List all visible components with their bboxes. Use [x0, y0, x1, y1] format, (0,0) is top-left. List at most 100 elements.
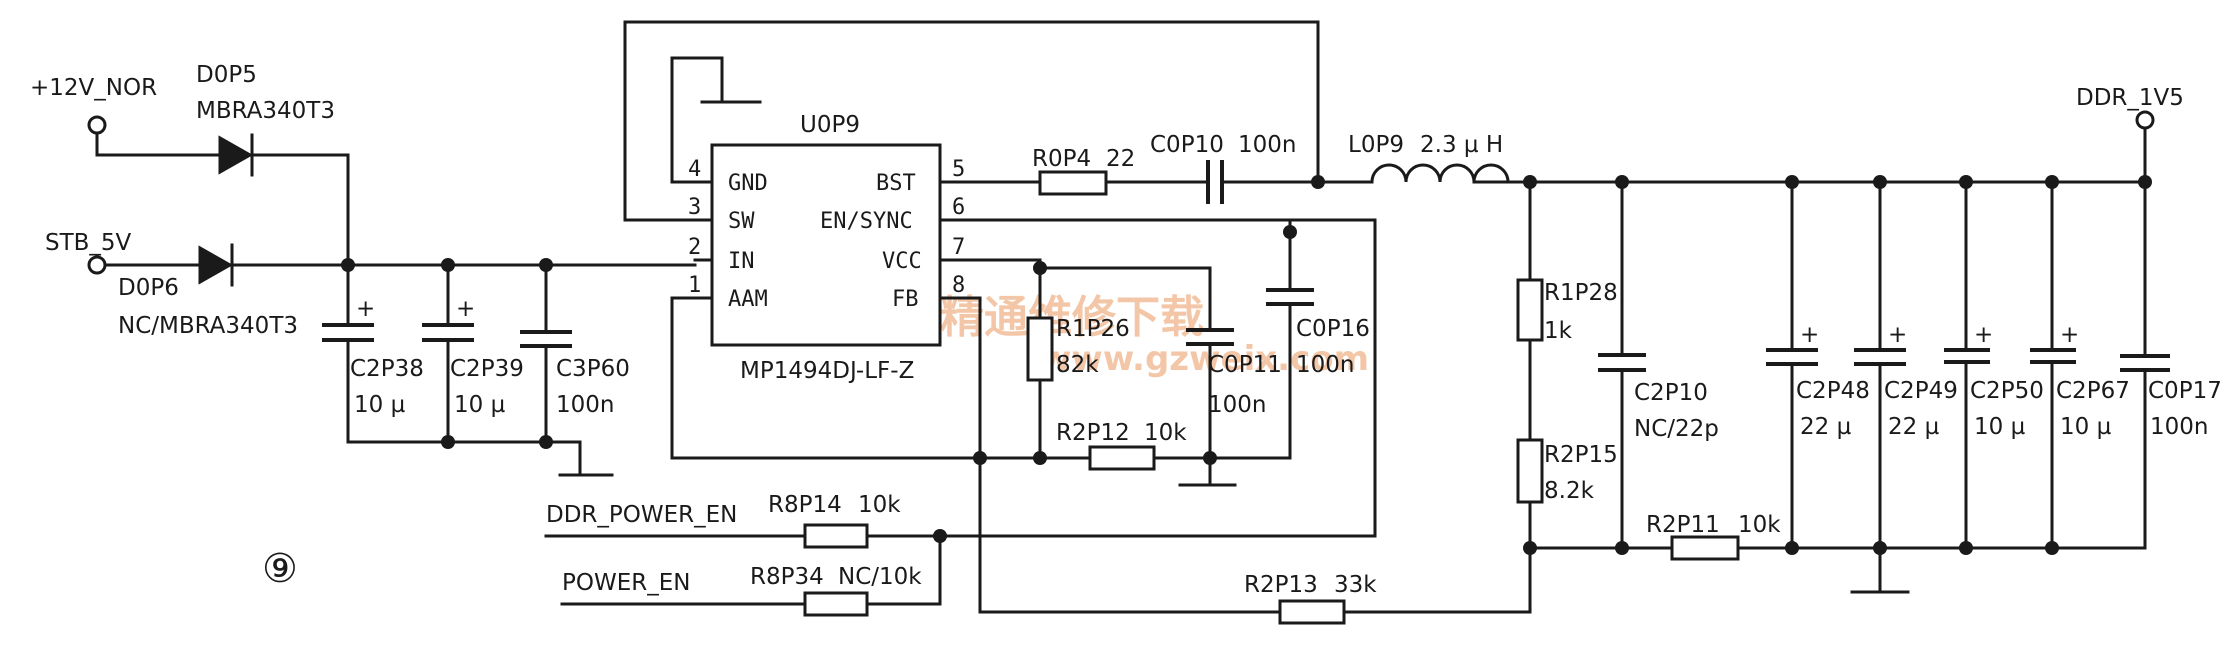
- pin-num-3: 3: [688, 195, 701, 220]
- l0p9-ref: L0P9: [1348, 132, 1404, 158]
- c0p11-value: 100n: [1208, 392, 1266, 418]
- output-section: DDR_1V5 R1P28 1k R2P15 8.2k C2P10 NC/22p…: [1516, 85, 2222, 594]
- r2p15-ref: R2P15: [1544, 442, 1618, 468]
- r2p12-ref: R2P12: [1056, 420, 1130, 446]
- junction: [1615, 541, 1629, 555]
- svg-text:+: +: [356, 296, 375, 322]
- r2p11-value: 10k: [1738, 512, 1781, 538]
- ddr-power-en-label: DDR_POWER_EN: [546, 502, 737, 528]
- svg-text:+: +: [456, 296, 475, 322]
- r1p28-value: 1k: [1544, 318, 1573, 344]
- pin-name-in: IN: [728, 249, 755, 274]
- pin-num-8: 8: [952, 273, 965, 298]
- cap-c2p38: +: [322, 263, 375, 444]
- resistor-r2p15: [1516, 438, 1544, 504]
- c2p48-ref: C2P48: [1796, 378, 1870, 404]
- c0p17-value: 100n: [2150, 414, 2208, 440]
- d0p6-ref: D0P6: [118, 275, 179, 301]
- input-gnd-wire: [346, 440, 582, 477]
- input-section: +12V_NOR D0P5 MBRA340T3 STB_5V D0P6 NC/M…: [30, 62, 697, 477]
- resistor-r2p12: [1088, 445, 1156, 471]
- r1p28-ref: R1P28: [1544, 280, 1618, 306]
- v12-wire: [95, 131, 222, 157]
- vcc-fb-network: R1P26 82k C0P11 100n C0P16 100n R2P12 10…: [973, 218, 1370, 614]
- c2p67-ref: C2P67: [2056, 378, 2130, 404]
- pin-name-vcc: VCC: [882, 249, 922, 274]
- cap-c3p60: [520, 263, 572, 444]
- pin-name-bst: BST: [876, 171, 916, 196]
- r0p4-ref: R0P4: [1032, 146, 1091, 172]
- r8p14-value: 10k: [858, 492, 901, 518]
- c2p49-value: 22 µ: [1888, 414, 1940, 440]
- stb-terminal: [87, 255, 107, 275]
- resistor-r0p4: [1038, 170, 1108, 196]
- c2p39-value: 10 µ: [454, 392, 506, 418]
- c2p50-value: 10 µ: [1974, 414, 2026, 440]
- c2p38-ref: C2P38: [350, 356, 424, 382]
- pin-num-4: 4: [688, 157, 701, 182]
- svg-text:+: +: [1888, 322, 1907, 348]
- resistor-r8p14: [803, 523, 869, 549]
- c0p17-ref: C0P17: [2148, 378, 2222, 404]
- pin-num-1: 1: [688, 273, 701, 298]
- l0p9-value: 2.3 µ H: [1420, 132, 1503, 158]
- c2p50-ref: C2P50: [1970, 378, 2044, 404]
- d0p5-out-wire: [250, 153, 350, 267]
- junction: [1203, 451, 1217, 465]
- pin-name-sw: SW: [728, 209, 755, 234]
- resistor-r2p11: [1670, 535, 1740, 561]
- r8p34-ref: R8P34: [750, 564, 824, 590]
- c2p39-ref: C2P39: [450, 356, 524, 382]
- r8p14-ref: R8P14: [768, 492, 842, 518]
- resistor-r1p26: [1026, 316, 1054, 382]
- figure-number: ⑨: [262, 546, 298, 592]
- junction: [1785, 541, 1799, 555]
- stb-net-label: STB_5V: [45, 230, 132, 256]
- junction: [1311, 175, 1325, 189]
- c2p10-ref: C2P10: [1634, 380, 1708, 406]
- cap-c2p48: +: [1766, 180, 1819, 550]
- pin-num-2: 2: [688, 235, 701, 260]
- enable-section: DDR_POWER_EN R8P14 10k POWER_EN R8P34 NC…: [544, 218, 1532, 625]
- r8p34-value: NC/10k: [838, 564, 922, 590]
- power-en-label: POWER_EN: [562, 570, 690, 596]
- pin-num-6: 6: [952, 195, 965, 220]
- r1p26-ref: R1P26: [1056, 316, 1130, 342]
- c0p10-value: 100n: [1238, 132, 1296, 158]
- ddr-terminal: [2135, 110, 2155, 130]
- c3p60-ref: C3P60: [556, 356, 630, 382]
- c3p60-value: 100n: [556, 392, 614, 418]
- diode-d0p5: [218, 133, 254, 177]
- junction: [2045, 541, 2059, 555]
- r2p15-value: 8.2k: [1544, 478, 1595, 504]
- ic-part: MP1494DJ-LF-Z: [740, 358, 914, 384]
- ic-ref: U0P9: [800, 112, 860, 138]
- r2p13-ref: R2P13: [1244, 572, 1318, 598]
- c2p10-value: NC/22p: [1634, 416, 1719, 442]
- ic-u0p9: U0P9 MP1494DJ-LF-Z 4 3 2 1 GND SW IN AAM…: [623, 112, 1377, 384]
- pin-num-7: 7: [952, 235, 965, 260]
- inductor-l0p9: [1370, 163, 1532, 184]
- junction: [441, 435, 455, 449]
- pin-name-fb: FB: [892, 287, 919, 312]
- junction: [1873, 541, 1887, 555]
- svg-text:+: +: [1974, 322, 1993, 348]
- junction: [973, 451, 987, 465]
- v12-terminal: [87, 115, 107, 135]
- gnd-pin-wire: [670, 56, 724, 184]
- c0p11-ref: C0P11: [1208, 352, 1282, 378]
- cap-c2p49: +: [1854, 180, 1907, 594]
- v12-net-label: +12V_NOR: [30, 75, 157, 101]
- resistor-r8p34: [803, 591, 869, 617]
- cap-c2p39: +: [422, 263, 475, 444]
- d0p6-value: NC/MBRA340T3: [118, 313, 298, 339]
- pin-name-aam: AAM: [728, 287, 768, 312]
- r2p11-ref: R2P11: [1646, 512, 1720, 538]
- resistor-r2p13: [1278, 599, 1346, 625]
- c2p38-value: 10 µ: [354, 392, 406, 418]
- r2p13-value: 33k: [1334, 572, 1377, 598]
- svg-text:+: +: [1800, 322, 1819, 348]
- watermark-cn: 精通维修下载: [940, 292, 1204, 343]
- svg-text:+: +: [2060, 322, 2079, 348]
- r1p26-value: 82k: [1056, 352, 1099, 378]
